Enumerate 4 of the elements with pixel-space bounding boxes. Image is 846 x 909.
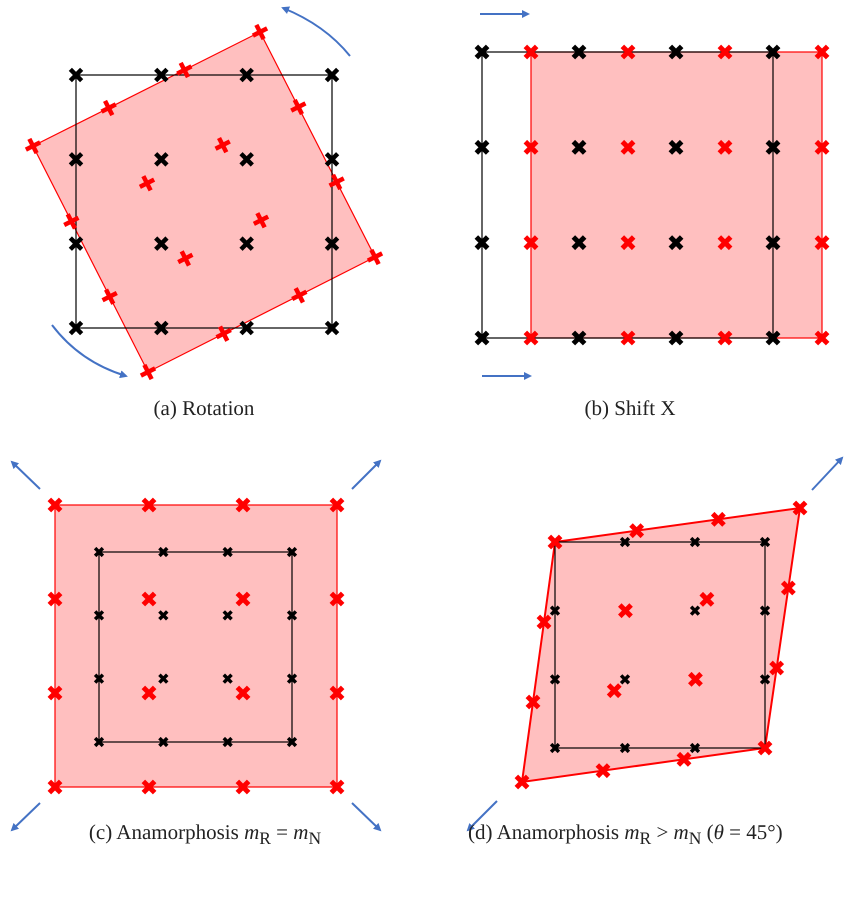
figure-caption: (d) Anamorphosis m$_{R}$ > m$_{N}$ (θ = 45°) [468, 820, 784, 850]
figure-caption: (c) Anamorphosis m$_{R}$ = m$_{N}$ [88, 820, 322, 850]
figure-caption: (b) Shift X [584, 396, 676, 422]
figure-caption: (a) Rotation [152, 396, 256, 422]
